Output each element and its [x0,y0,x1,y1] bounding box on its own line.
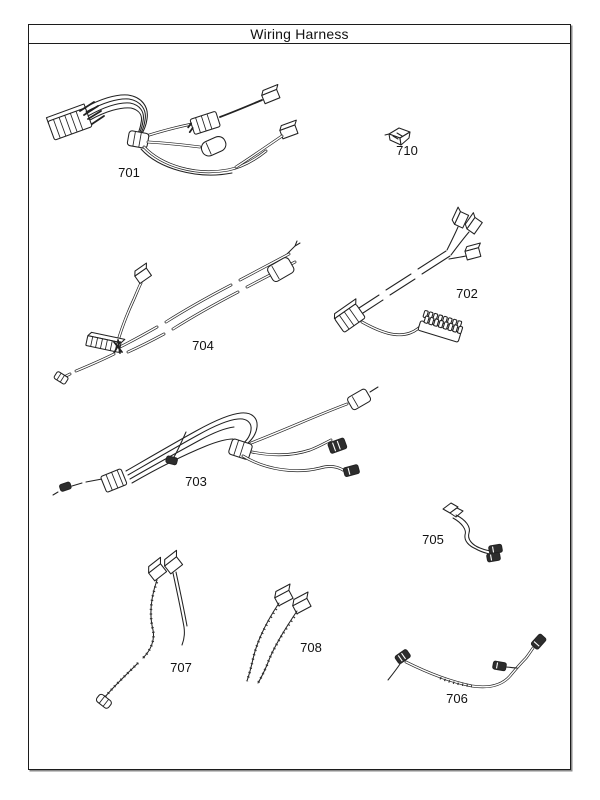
harness-702-illustration: 702 [333,206,483,343]
harness-705-illustration: 705 [422,502,503,563]
harness-708-illustration: 708 [245,583,322,684]
harness-701-illustration: 701 [45,84,299,180]
part-label-704: 704 [192,338,214,353]
harness-706-illustration: 706 [387,633,547,706]
part-label-707: 707 [170,660,192,675]
harness-703-illustration: 703 [52,386,379,496]
part-label-701: 701 [118,165,140,180]
harness-704-illustration: 704 [53,240,301,385]
part-label-708: 708 [300,640,322,655]
part-label-705: 705 [422,532,444,547]
harness-707-illustration: 707 [95,549,192,709]
diagram-title: Wiring Harness [250,26,349,42]
connector-710-illustration: 710 [384,127,418,158]
part-label-702: 702 [456,286,478,301]
part-label-710: 710 [396,143,418,158]
part-label-703: 703 [185,474,207,489]
diagram-title-bar: Wiring Harness [29,25,570,44]
part-label-706: 706 [446,691,468,706]
diagram-frame: Wiring Harness [28,24,571,770]
